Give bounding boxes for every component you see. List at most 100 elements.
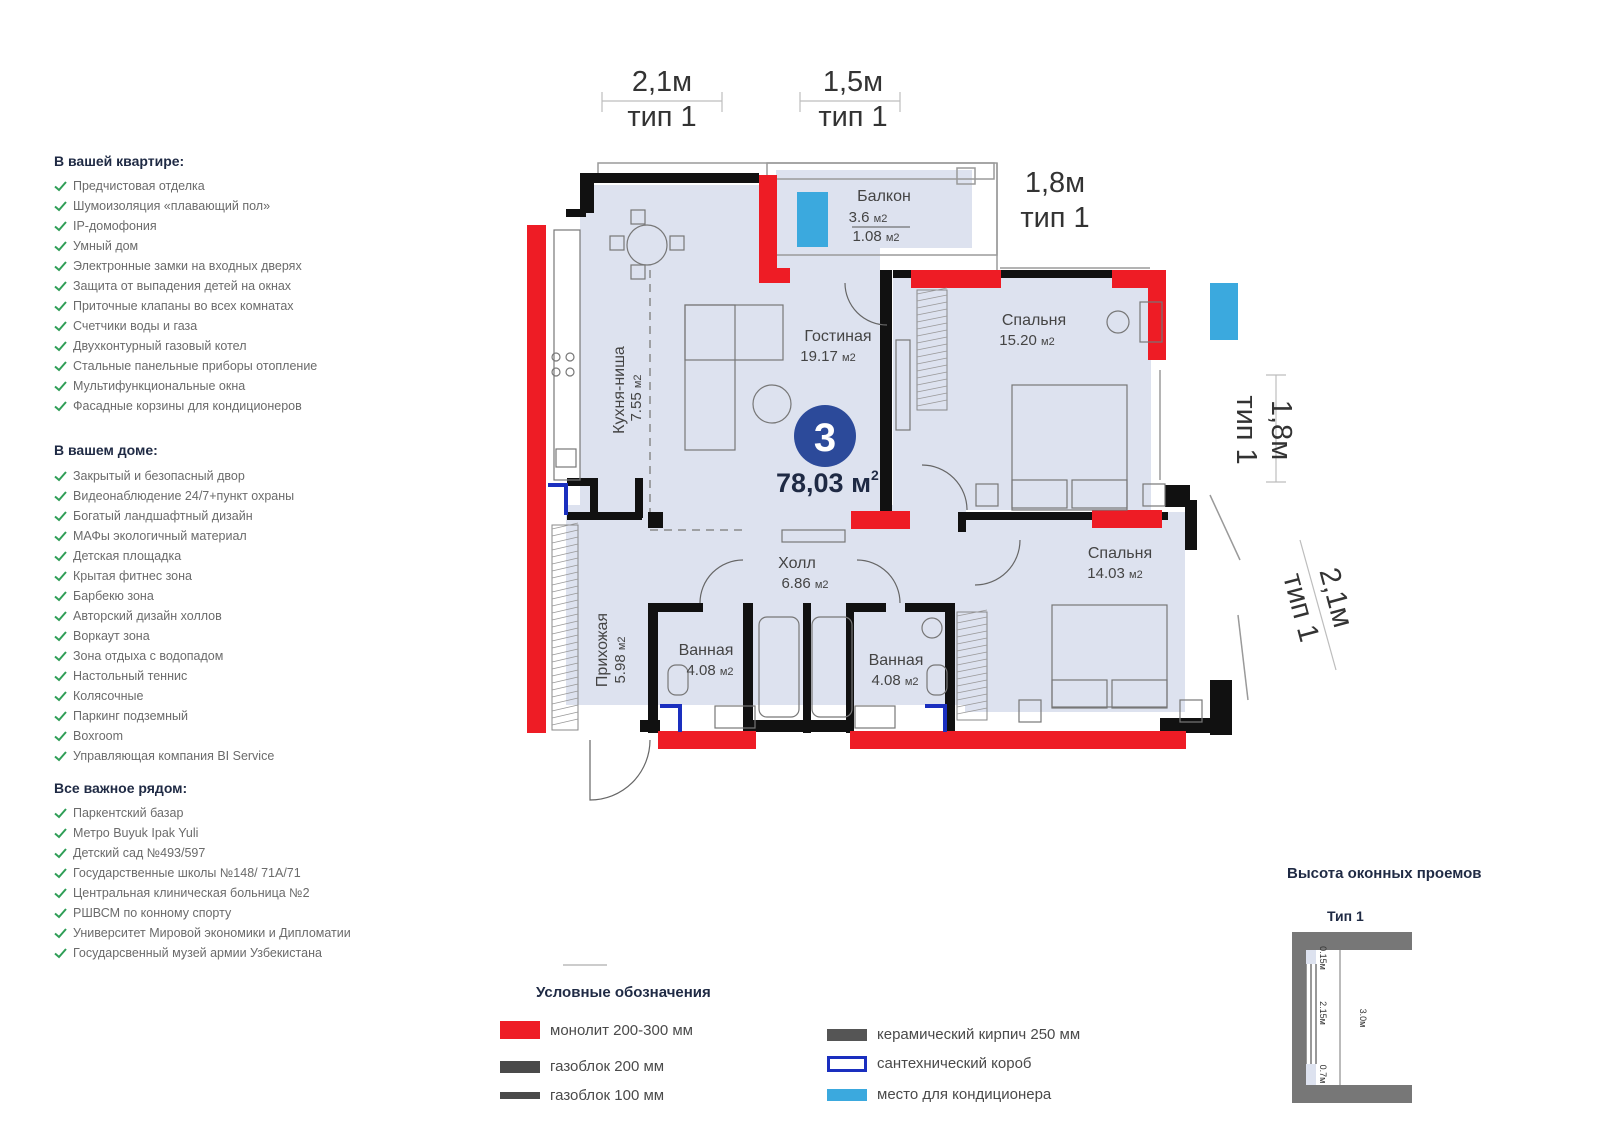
bath1-name: Ванная — [679, 642, 734, 659]
nearby-title: Все важное рядом: — [54, 780, 188, 796]
legend-plumbing: сантехнический короб — [827, 1055, 1032, 1072]
in_house-item-label: Колясочные — [73, 689, 144, 703]
legend-swatch-gasblock-200 — [500, 1060, 540, 1073]
nearby-item: Государственные школы №148/ 71А/71 — [54, 863, 351, 883]
bath2-name: Ванная — [869, 652, 924, 669]
bedroom2-area: 14.03 м2 — [1087, 565, 1142, 582]
legend-monolith: монолит 200-300 мм — [500, 1021, 693, 1039]
window-3-type: тип 1 — [1020, 202, 1089, 234]
nearby-item: Детский сад №493/597 — [54, 843, 351, 863]
gas-block-walls — [566, 173, 1232, 735]
window-4-type: тип 1 — [1230, 395, 1262, 464]
nearby-item-label: Университет Мировой экономики и Дипломат… — [73, 926, 351, 940]
in_apartment-item: Умный дом — [54, 236, 317, 256]
bedroom2-name: Спальня — [1088, 545, 1152, 562]
bath1-area: 4.08 м2 — [686, 662, 733, 679]
in_house-item: Настольный теннис — [54, 666, 294, 686]
in_house-item-label: Зона отдыха с водопадом — [73, 649, 224, 663]
room-fills — [566, 170, 1185, 712]
legend-label-brick: керамический кирпич 250 мм — [877, 1026, 1081, 1043]
window-1-type: тип 1 — [627, 101, 696, 133]
in_house-item-label: Видеонаблюдение 24/7+пункт охраны — [73, 489, 295, 503]
nearby-item: Паркентский базар — [54, 803, 351, 823]
ac-places — [797, 192, 1238, 340]
in_house-item-label: Воркаут зона — [73, 629, 150, 643]
kitchen-area: 7.55 м2 — [628, 374, 645, 421]
in_house-item-label: Управляющая компания BI Service — [73, 749, 275, 763]
in_house-item-label: Закрытый и безопасный двор — [73, 469, 245, 483]
living-name: Гостиная — [804, 328, 871, 345]
window-2-type: тип 1 — [818, 101, 887, 133]
nearby-item: Метро Buyuk Ipak Yuli — [54, 823, 351, 843]
legend-brick: керамический кирпич 250 мм — [827, 1026, 1080, 1043]
legend-gasblock-200: газоблок 200 мм — [500, 1058, 664, 1075]
in_house-item: Колясочные — [54, 686, 294, 706]
in_apartment-item-label: Защита от выпадения детей на окнах — [73, 279, 292, 293]
entry-area: 5.98 м2 — [612, 636, 629, 683]
window-total-height: 3.0м — [1358, 1009, 1368, 1028]
legend-gasblock-100: газоблок 100 мм — [500, 1087, 664, 1104]
nearby-item: Государсвенный музей армии Узбекистана — [54, 943, 351, 963]
in_house-item-label: Boxroom — [73, 729, 124, 743]
kitchen-name: Кухня-ниша — [611, 346, 628, 434]
living-area: 19.17 м2 — [800, 348, 855, 365]
in_house-item: Закрытый и безопасный двор — [54, 466, 294, 486]
in_house-item: Авторский дизайн холлов — [54, 606, 294, 626]
window-heights-diagram: 0.15м 2.15м 0.7м 3.0м — [1292, 932, 1412, 1103]
window-top-height: 0.15м — [1318, 946, 1328, 970]
balcony-area-1: 3.6 м2 — [849, 209, 888, 226]
in_apartment-item-label: IP-домофония — [73, 219, 157, 233]
in_house-item-label: Богатый ландшафтный дизайн — [73, 509, 253, 523]
in_apartment-item-label: Мультифункциональные окна — [73, 379, 246, 393]
rooms-count: 3 — [814, 416, 836, 460]
in_house-item-label: Авторский дизайн холлов — [73, 609, 222, 623]
plumbing-boxes — [548, 483, 947, 732]
in_house-item: Видеонаблюдение 24/7+пункт охраны — [54, 486, 294, 506]
in_apartment-item-label: Умный дом — [73, 239, 139, 253]
legend-swatch-ac — [827, 1088, 867, 1101]
monolith-walls — [527, 175, 1186, 749]
legend-label-gasblock-200: газоблок 200 мм — [550, 1058, 665, 1075]
in_house-item: Зона отдыха с водопадом — [54, 646, 294, 666]
in_apartment-item: Электронные замки на входных дверях — [54, 256, 317, 276]
window-3-size: 1,8м — [1025, 167, 1085, 199]
in_apartment-item: Стальные панельные приборы отопление — [54, 356, 317, 376]
window-1-size: 2,1м — [632, 66, 692, 98]
nearby-item: Центральная клиническая больница №2 — [54, 883, 351, 903]
legend-label-ac: место для кондиционера — [877, 1086, 1052, 1103]
hall-area: 6.86 м2 — [781, 575, 828, 592]
in_house-item: Управляющая компания BI Service — [54, 746, 294, 766]
entry-name: Прихожая — [594, 613, 611, 687]
nearby-item: РШВСМ по конному спорту — [54, 903, 351, 923]
in_house-item: Воркаут зона — [54, 626, 294, 646]
in_apartment-item-label: Двухконтурный газовый котел — [73, 339, 247, 353]
hall-name: Холл — [778, 555, 816, 572]
balcony-name: Балкон — [857, 188, 911, 205]
in_house-item: Барбекю зона — [54, 586, 294, 606]
legend-ac: место для кондиционера — [827, 1086, 1051, 1103]
in_house-item: Крытая фитнес зона — [54, 566, 294, 586]
in_house-item-label: Настольный теннис — [73, 669, 188, 683]
in_house-item: Богатый ландшафтный дизайн — [54, 506, 294, 526]
in_apartment-item: Шумоизоляция «плавающий пол» — [54, 196, 317, 216]
window-dim-lines — [601, 92, 1337, 671]
in_apartment-item-label: Фасадные корзины для кондиционеров — [73, 399, 302, 413]
in_apartment-item-label: Стальные панельные приборы отопление — [73, 359, 318, 373]
in_house-item-label: Паркинг подземный — [73, 709, 189, 723]
legend-label-gasblock-100: газоблок 100 мм — [550, 1087, 665, 1104]
in_house-item: Boxroom — [54, 726, 294, 746]
nearby-item-label: Детский сад №493/597 — [73, 846, 206, 860]
in_house-item: МАФы экологичный материал — [54, 526, 294, 546]
window-type-label: Тип 1 — [1327, 908, 1364, 924]
window-middle-height: 2.15м — [1318, 1001, 1328, 1025]
doors — [589, 282, 1021, 801]
in_apartment-item: IP-домофония — [54, 216, 317, 236]
nearby-item-label: Центральная клиническая больница №2 — [73, 886, 310, 900]
in_apartment-item: Двухконтурный газовый котел — [54, 336, 317, 356]
rooms-badge — [794, 405, 856, 467]
in_apartment-item: Защита от выпадения детей на окнах — [54, 276, 317, 296]
in_house-item: Паркинг подземный — [54, 706, 294, 726]
legend-label-plumbing: сантехнический короб — [877, 1055, 1032, 1072]
in_apartment-item: Мультифункциональные окна — [54, 376, 317, 396]
